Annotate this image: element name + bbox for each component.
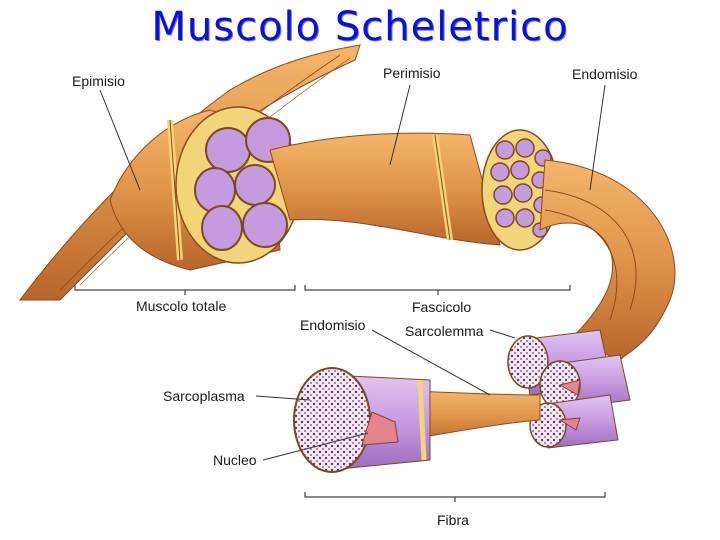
fiber-cross-section — [294, 368, 370, 472]
bracket-fibra — [305, 492, 605, 497]
fiber-bundle — [540, 160, 675, 360]
leader-sarcolemma — [490, 330, 515, 338]
label-fascicolo: Fascicolo — [412, 299, 471, 315]
label-endomisio-mid: Endomisio — [300, 317, 365, 333]
label-sarcoplasma: Sarcoplasma — [163, 388, 245, 404]
fascicle-body — [270, 133, 500, 245]
fascicle-sections — [195, 118, 290, 250]
bracket-muscolo-totale — [75, 285, 295, 290]
leader-epimisio — [100, 90, 140, 190]
label-fibra: Fibra — [437, 512, 469, 528]
label-perimisio: Perimisio — [383, 65, 441, 81]
label-epimisio: Epimisio — [72, 73, 125, 89]
label-sarcolemma: Sarcolemma — [405, 323, 484, 339]
bracket-fascicolo — [305, 285, 570, 290]
label-nucleo: Nucleo — [213, 452, 257, 468]
label-endomisio-top: Endomisio — [572, 66, 637, 82]
label-muscolo-totale: Muscolo totale — [136, 298, 226, 314]
